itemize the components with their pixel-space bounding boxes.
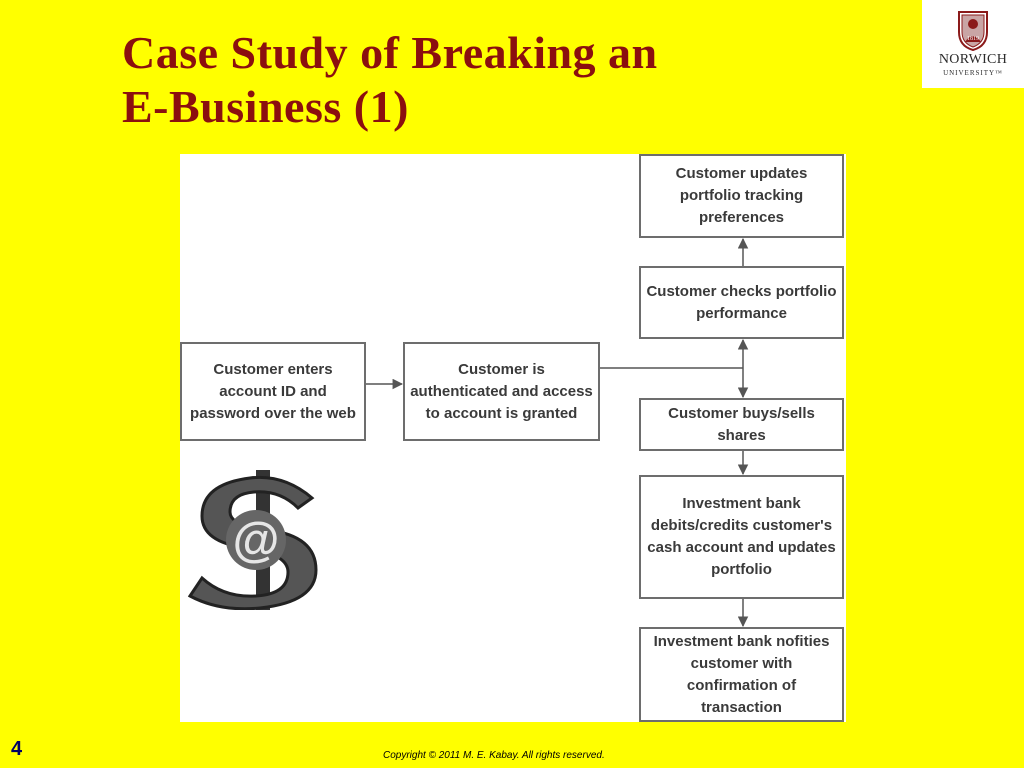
box-notify: Investment bank nofities customer with c…: [639, 627, 844, 722]
page-number: 4: [11, 738, 23, 760]
at-sign-glyph: @: [233, 514, 280, 567]
slide-title-line-2: E-Business (1): [122, 81, 409, 132]
university-seal-icon: 1819: [958, 11, 988, 52]
logo-year: 1819: [967, 36, 979, 42]
box-enter-credentials: Customer enters account ID and password …: [180, 342, 366, 441]
box-update-preferences: Customer updates portfolio tracking pref…: [639, 154, 844, 238]
norwich-university-logo: 1819 NORWICH UNIVERSITY™: [922, 0, 1024, 88]
box-debit-credit: Investment bank debits/credits customer'…: [639, 475, 844, 599]
slide-title: Case Study of Breaking an E-Business (1): [122, 26, 882, 134]
dollar-at-sign-icon: @: [187, 470, 318, 610]
copyright-notice: Copyright © 2011 M. E. Kabay. All rights…: [383, 750, 605, 761]
logo-name: NORWICH: [938, 52, 1008, 67]
box-authenticated: Customer is authenticated and access to …: [403, 342, 600, 441]
box-buy-sell: Customer buys/sells shares: [639, 398, 844, 451]
slide-title-line-1: Case Study of Breaking an: [122, 27, 658, 78]
box-check-performance: Customer checks portfolio performance: [639, 266, 844, 339]
logo-subtitle: UNIVERSITY™: [943, 69, 1003, 77]
